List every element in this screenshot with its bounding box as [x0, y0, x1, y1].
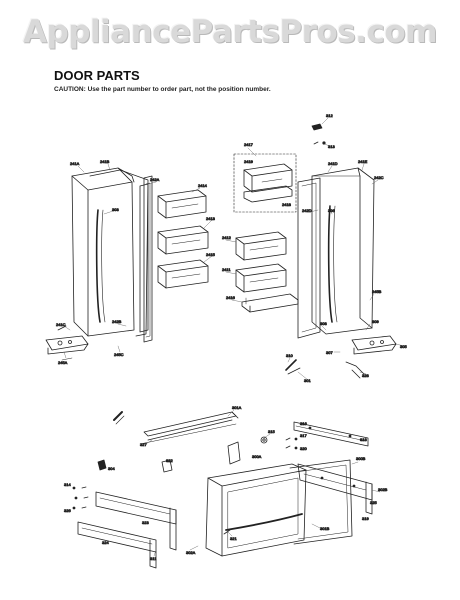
callout: 303 — [112, 207, 119, 212]
left-screws — [72, 486, 89, 510]
callout: 245B — [372, 289, 382, 294]
callout: 242D — [302, 208, 312, 213]
drawer-slide-right — [297, 463, 373, 515]
callout: 2414 — [198, 183, 208, 188]
callout: 325 — [370, 500, 377, 505]
callout: 321 — [230, 536, 237, 541]
callout: 328 — [362, 373, 369, 378]
callout: 314 — [64, 482, 71, 487]
callout: 312 — [326, 113, 333, 118]
callout: 304 — [108, 466, 115, 471]
dairy-compartment — [233, 153, 297, 213]
left-lower-hinge — [45, 325, 89, 361]
callout: 241D — [328, 161, 338, 166]
callout: 307 — [326, 350, 333, 355]
callout: 2413 — [206, 216, 216, 221]
callout: 311 — [150, 556, 157, 561]
callout-labels: 241A 241B 242A 303 241C 242B 245A 245C 2… — [56, 113, 408, 562]
small-hardware — [260, 436, 298, 450]
top-hinge-screws — [311, 123, 326, 145]
right-lower-hinge — [351, 335, 397, 355]
callout: 326 — [64, 508, 71, 513]
door-bin-2 — [157, 225, 209, 255]
callout: 2416 — [226, 295, 236, 300]
callout: 242B — [112, 319, 122, 324]
callout: 2412 — [222, 235, 232, 240]
callout: 300B — [356, 456, 366, 461]
callout: 301B — [320, 526, 330, 531]
door-bin-4 — [235, 231, 287, 261]
callout: 2419 — [244, 159, 254, 164]
callout: 241B — [100, 159, 110, 164]
bracket-parts — [97, 441, 241, 473]
left-door-gasket — [143, 175, 153, 343]
callout: 322 — [166, 458, 173, 463]
hinge-pins — [285, 359, 365, 379]
callout: 2411 — [222, 267, 231, 272]
callout: 301 — [304, 378, 311, 383]
callout: 300A — [252, 454, 262, 459]
callout: 309 — [372, 319, 379, 324]
door-bin-3 — [157, 259, 209, 289]
callout: 324 — [102, 540, 109, 545]
leader-lines — [63, 117, 405, 557]
callout: 310 — [286, 353, 293, 358]
left-door — [71, 167, 149, 337]
callout: 2415 — [206, 252, 216, 257]
callout: 2418 — [282, 202, 292, 207]
right-door — [297, 167, 375, 339]
callout: 319 — [362, 516, 369, 521]
drawer-slide-left — [95, 491, 177, 551]
callout: 242A — [150, 177, 160, 182]
callout: 302A — [186, 550, 196, 555]
callout: 245A — [58, 360, 68, 365]
callout: 241A — [70, 161, 80, 166]
watermark: AppliancePartsPros.com — [23, 14, 437, 50]
callout: 315 — [268, 429, 275, 434]
door-bin-6 — [241, 293, 299, 313]
callout: 323 — [142, 520, 149, 525]
door-bin-1 — [157, 189, 207, 219]
door-bin-5 — [235, 263, 287, 293]
callout: 242C — [374, 175, 384, 180]
callout: 316 — [300, 421, 307, 426]
callout: 302B — [378, 487, 388, 492]
page-title: DOOR PARTS — [54, 68, 140, 83]
callout: 317 — [300, 433, 307, 438]
drawer-lower-rail — [77, 521, 157, 569]
callout: 305 — [400, 344, 407, 349]
drawer-rail-rod — [113, 411, 125, 425]
callout: 245C — [114, 352, 124, 357]
caution-note: CAUTION: Use the part number to order pa… — [54, 86, 271, 93]
drawer-gasket-frame — [289, 459, 353, 545]
callout: 241E — [358, 159, 368, 164]
drawer-rear-bar — [293, 421, 369, 447]
drawer-top-gasket — [139, 411, 239, 445]
callout: 2417 — [244, 142, 254, 147]
callout: 301A — [232, 405, 242, 410]
callout: 306 — [328, 208, 335, 213]
callout: 320 — [300, 446, 307, 451]
callout: 308 — [320, 321, 327, 326]
callout: 241C — [56, 322, 66, 327]
callout: 313 — [328, 144, 335, 149]
drawer-front-panel — [205, 463, 307, 557]
callout: 318 — [360, 437, 367, 442]
callout: 327 — [140, 442, 147, 447]
